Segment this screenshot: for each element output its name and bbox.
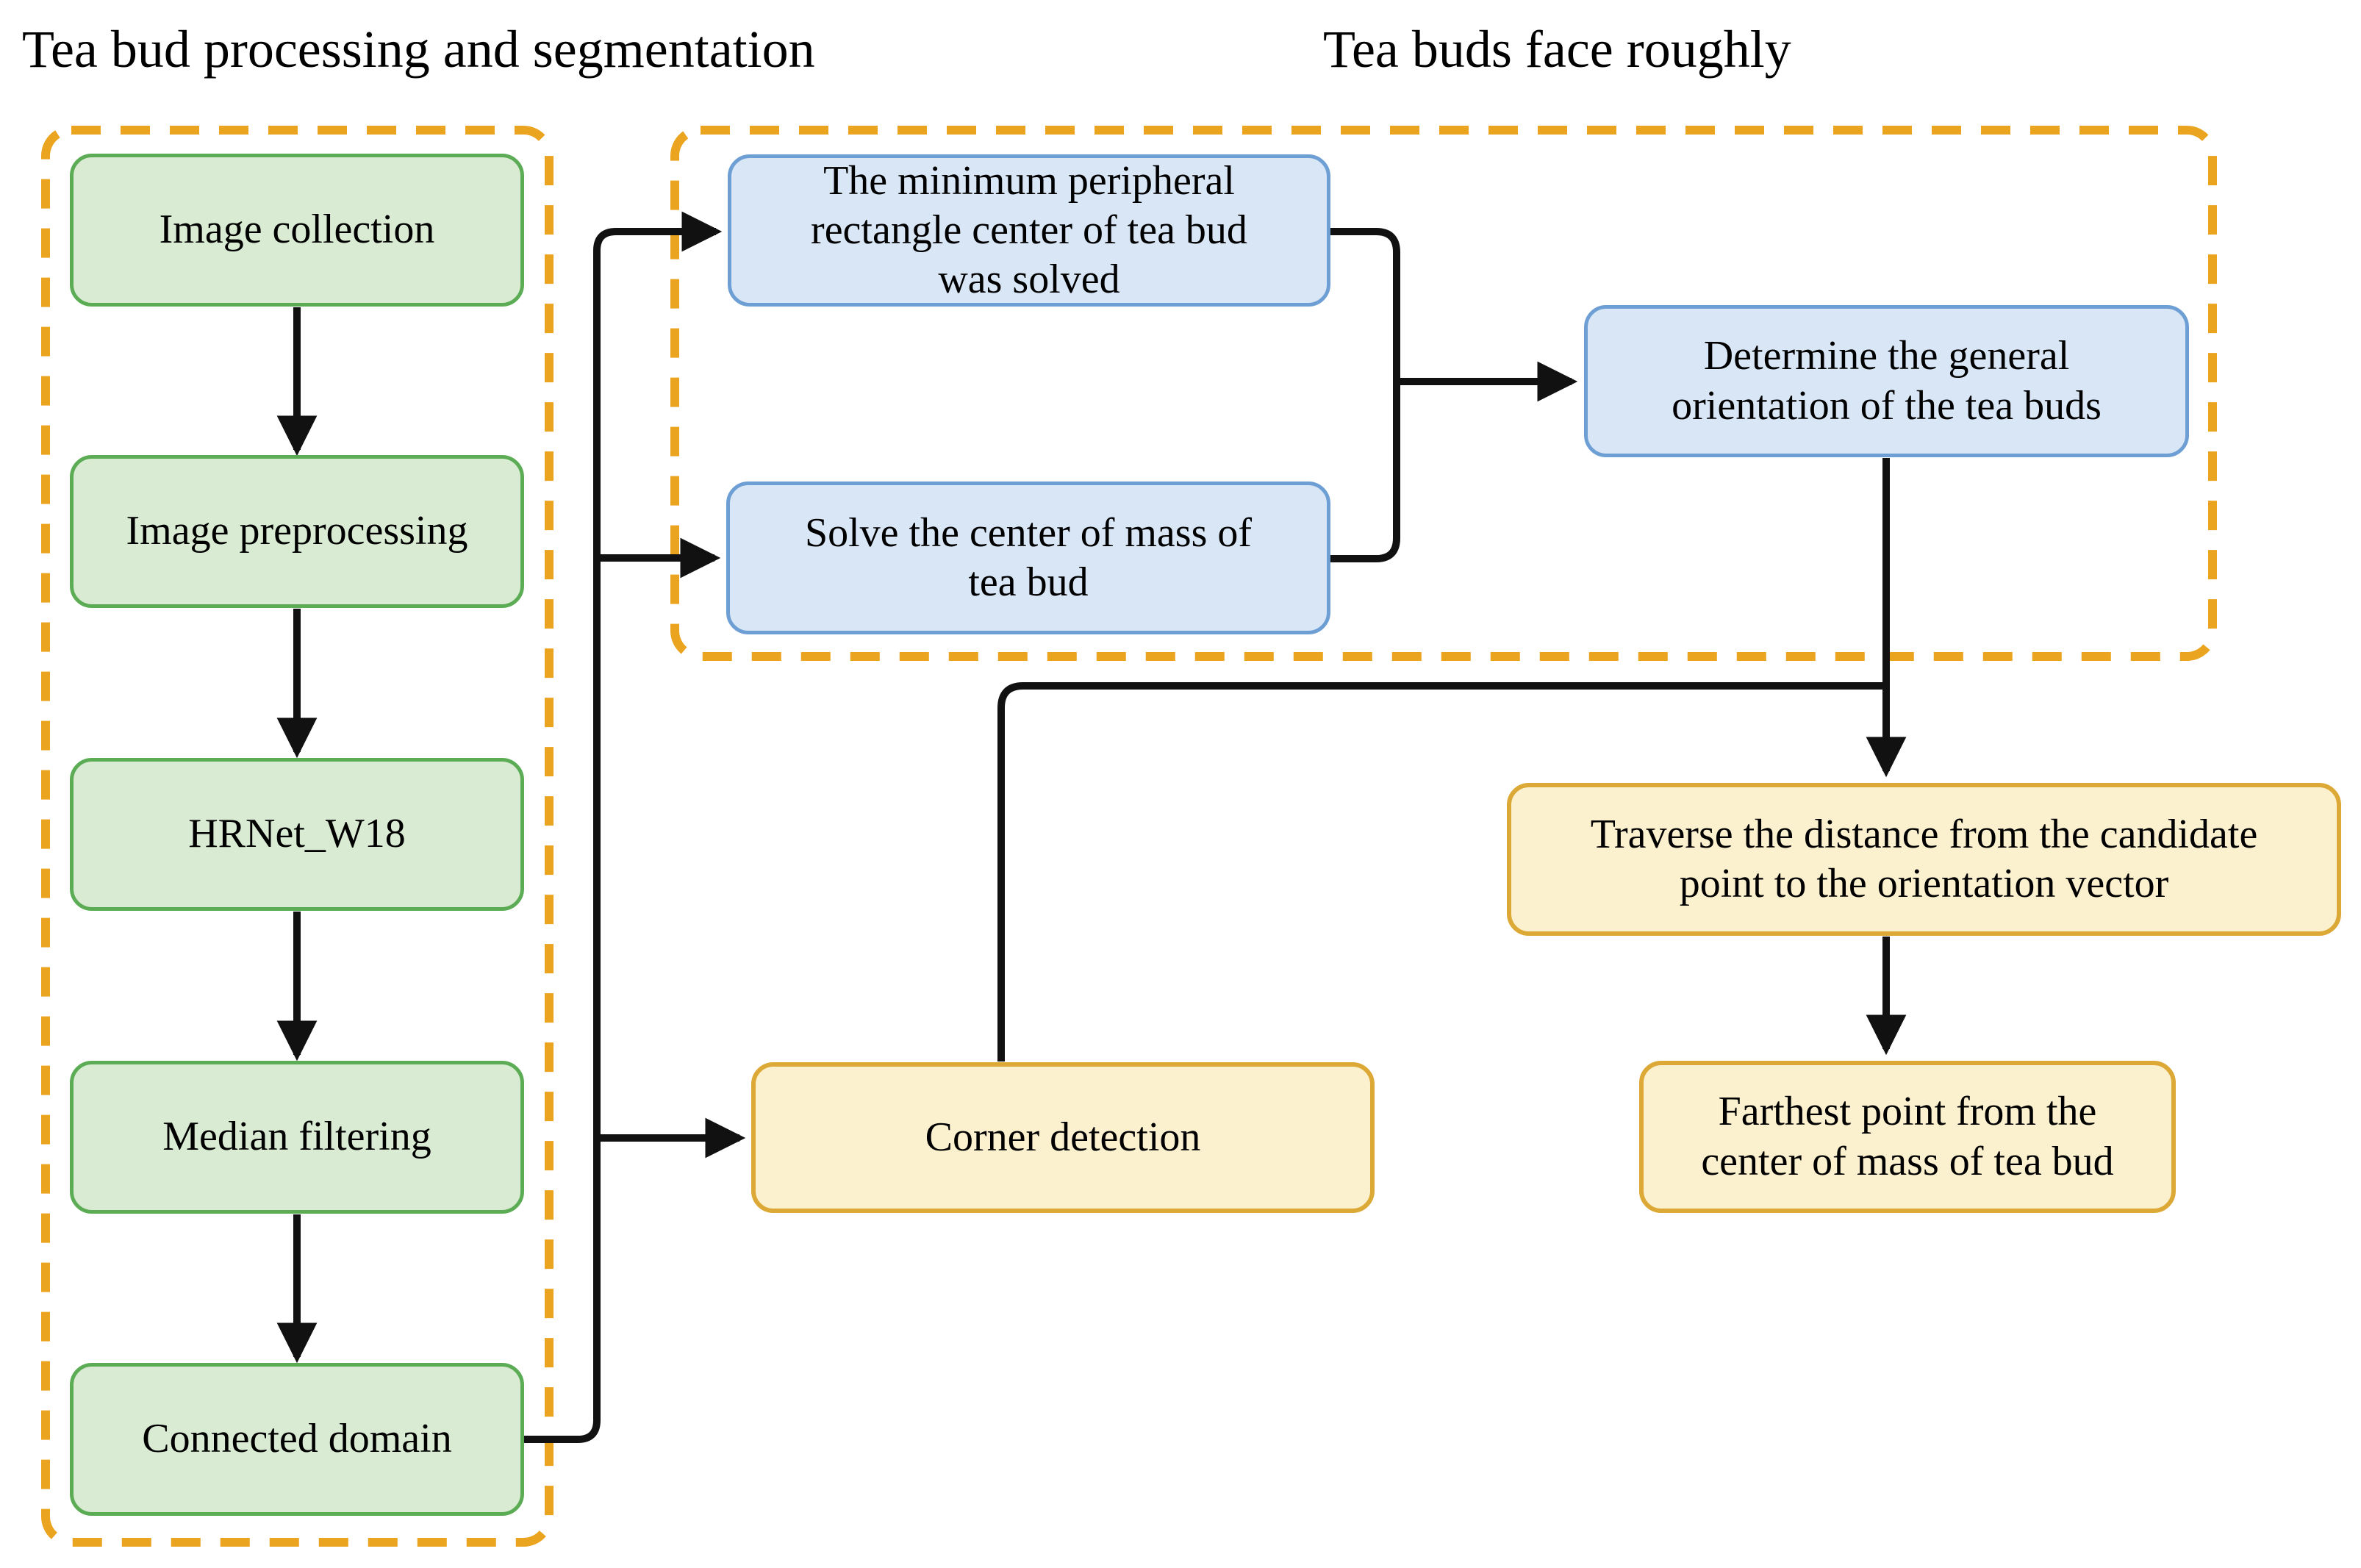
connector-centermass-to-merge (1330, 382, 1400, 562)
box-label: Connected domain (142, 1416, 452, 1462)
box-image-preprocessing: Image preprocessing (70, 455, 524, 608)
connector-corner-to-traverse-junction (997, 682, 1886, 1062)
box-traverse-distance: Traverse the distance from the candidate… (1507, 783, 2341, 936)
box-label: HRNet_W18 (188, 811, 406, 857)
box-median-filtering: Median filtering (70, 1061, 524, 1214)
box-label-line: Solve the center of mass of (804, 509, 1253, 556)
box-corner-detection: Corner detection (751, 1062, 1375, 1213)
box-label: Corner detection (925, 1114, 1201, 1160)
left-dashed-panel (41, 126, 553, 1547)
box-image-collection: Image collection (70, 154, 524, 307)
box-label-line: tea bud (968, 559, 1089, 605)
connector-minrect-to-merge (1330, 228, 1400, 382)
right-group-title: Tea buds face roughly (1323, 20, 1791, 79)
box-label-line: was solved (938, 257, 1120, 303)
box-minimum-peripheral-rectangle: The minimum peripheral rectangle center … (728, 154, 1330, 307)
box-label: Image collection (159, 207, 435, 253)
box-label-line: The minimum peripheral (823, 157, 1235, 204)
box-label: Median filtering (162, 1114, 431, 1160)
box-label-line: center of mass of tea bud (1701, 1138, 2114, 1184)
box-label-line: orientation of the tea buds (1672, 382, 2102, 429)
box-farthest-point: Farthest point from the center of mass o… (1639, 1061, 2176, 1213)
box-label-line: Determine the general (1703, 333, 2070, 379)
right-dashed-panel (670, 126, 2217, 661)
box-label-line: Farthest point from the (1718, 1089, 2097, 1135)
box-label-line: rectangle center of tea bud (811, 207, 1247, 253)
box-label: Image preprocessing (126, 508, 468, 554)
box-hrnet-w18: HRNet_W18 (70, 758, 524, 911)
box-solve-center-of-mass: Solve the center of mass of tea bud (726, 482, 1330, 634)
box-label-line: point to the orientation vector (1679, 861, 2169, 906)
box-connected-domain: Connected domain (70, 1363, 524, 1516)
box-determine-orientation: Determine the general orientation of the… (1584, 305, 2189, 457)
trunk-connected-to-minrect (524, 211, 723, 1443)
left-group-title: Tea bud processing and segmentation (22, 20, 815, 79)
box-label-line: Traverse the distance from the candidate (1590, 811, 2258, 857)
